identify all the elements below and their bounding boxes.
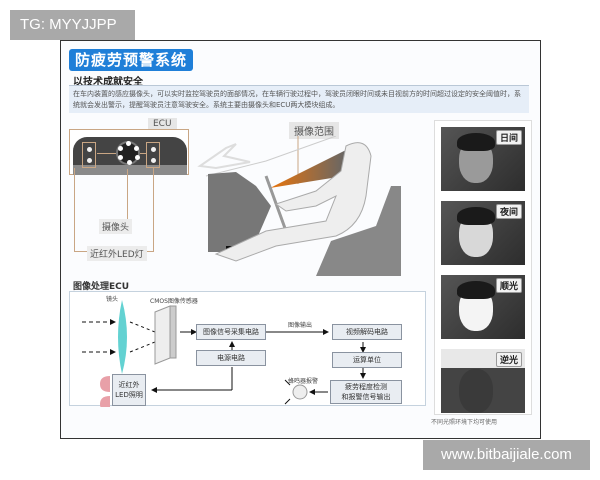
hair-image [457, 207, 495, 225]
ir-led-line1: 近红外 [118, 381, 140, 389]
photo-tag: 日间 [495, 130, 522, 145]
camera-pointer-line [127, 169, 128, 219]
led-lamp-icon [100, 396, 110, 407]
watermark-bottom: www.bitbaijiale.com [423, 440, 590, 470]
led-pointer-line [153, 168, 154, 252]
fatigue-detect-line1: 疲劳程度检测 [345, 383, 387, 391]
camera-label: 摄像头 [99, 219, 133, 234]
led-group-right [146, 142, 160, 168]
page-subtitle: 以技术成就安全 [73, 77, 143, 88]
connector-line [97, 153, 116, 154]
ir-dot-icon [135, 155, 140, 160]
led-icon [87, 158, 92, 163]
hair-image [457, 281, 495, 299]
ecu-flow-diagram: 镜头 CMOS图像传感器 图像输出 蜂鸣器报警 图像信号采集电路 电源电路 视频… [69, 291, 426, 407]
ir-led-line2: LED照明 [115, 391, 143, 399]
capture-circuit-box: 图像信号采集电路 [196, 324, 266, 340]
lighting-photos-panel: 日间 夜间 顺光 逆光 [434, 120, 532, 415]
flow-connectors [82, 300, 366, 407]
intro-text: 在车内装置的感应摄像头，可以实时监控驾驶员的面部情况，在车辆行驶过程中，驾驶员闭… [69, 85, 529, 113]
infographic-panel: 防疲劳预警系统 以技术成就安全 在车内装置的感应摄像头，可以实时监控驾驶员的面部… [60, 40, 541, 439]
led-group-left [82, 142, 96, 168]
ecu-device-base [73, 165, 187, 175]
hair-image [457, 133, 495, 151]
ir-dot-icon [127, 160, 132, 165]
compute-unit-box: 运算单位 [332, 352, 402, 368]
driver-cabin-illustration [197, 136, 401, 276]
page-title: 防疲劳预警系统 [69, 49, 194, 71]
photo-night: 夜间 [441, 201, 525, 265]
image-output-label: 图像输出 [288, 322, 313, 329]
led-icon [87, 147, 92, 152]
led-lamp-icon [100, 376, 110, 392]
led-icon [151, 147, 156, 152]
ir-dot-icon [118, 155, 123, 160]
face-image [459, 369, 493, 413]
fatigue-detect-line2: 和报警信号输出 [341, 393, 391, 401]
photo-tag: 逆光 [495, 352, 522, 367]
power-circuit-box: 电源电路 [196, 350, 266, 366]
photos-caption: 不同光照环境下均可使用 [431, 419, 498, 426]
camera-lens-icon [116, 141, 140, 165]
ecu-label: ECU [148, 118, 177, 130]
led-icon [151, 158, 156, 163]
ir-dot-icon [126, 141, 131, 146]
buzzer-label: 蜂鸣器报警 [288, 378, 319, 385]
photo-tag: 夜间 [495, 204, 522, 219]
ir-dot-icon [118, 146, 123, 151]
camera-range-label: 摄像范围 [289, 122, 339, 139]
cmos-label: CMOS图像传感器 [150, 298, 198, 305]
connector-line [140, 153, 146, 154]
photo-tag: 顺光 [495, 278, 522, 293]
photo-daytime: 日间 [441, 127, 525, 191]
led-label: 近红外LED灯 [87, 246, 147, 261]
video-decode-box: 视频解码电路 [332, 324, 402, 340]
lens-icon [118, 300, 127, 374]
arrow-icon [197, 143, 251, 170]
ir-led-box: 近红外 LED照明 [112, 374, 146, 406]
led-pointer-line [74, 168, 75, 252]
lens-label: 镜头 [106, 296, 119, 303]
buzzer-icon [292, 384, 308, 400]
photo-back-light: 逆光 [441, 349, 525, 413]
watermark-top: TG: MYYJJPP [10, 10, 135, 40]
ir-dot-icon [134, 146, 139, 151]
photo-front-light: 顺光 [441, 275, 525, 339]
fatigue-detect-box: 疲劳程度检测 和报警信号输出 [330, 380, 402, 404]
flow-title: 图像处理ECU [73, 282, 130, 292]
